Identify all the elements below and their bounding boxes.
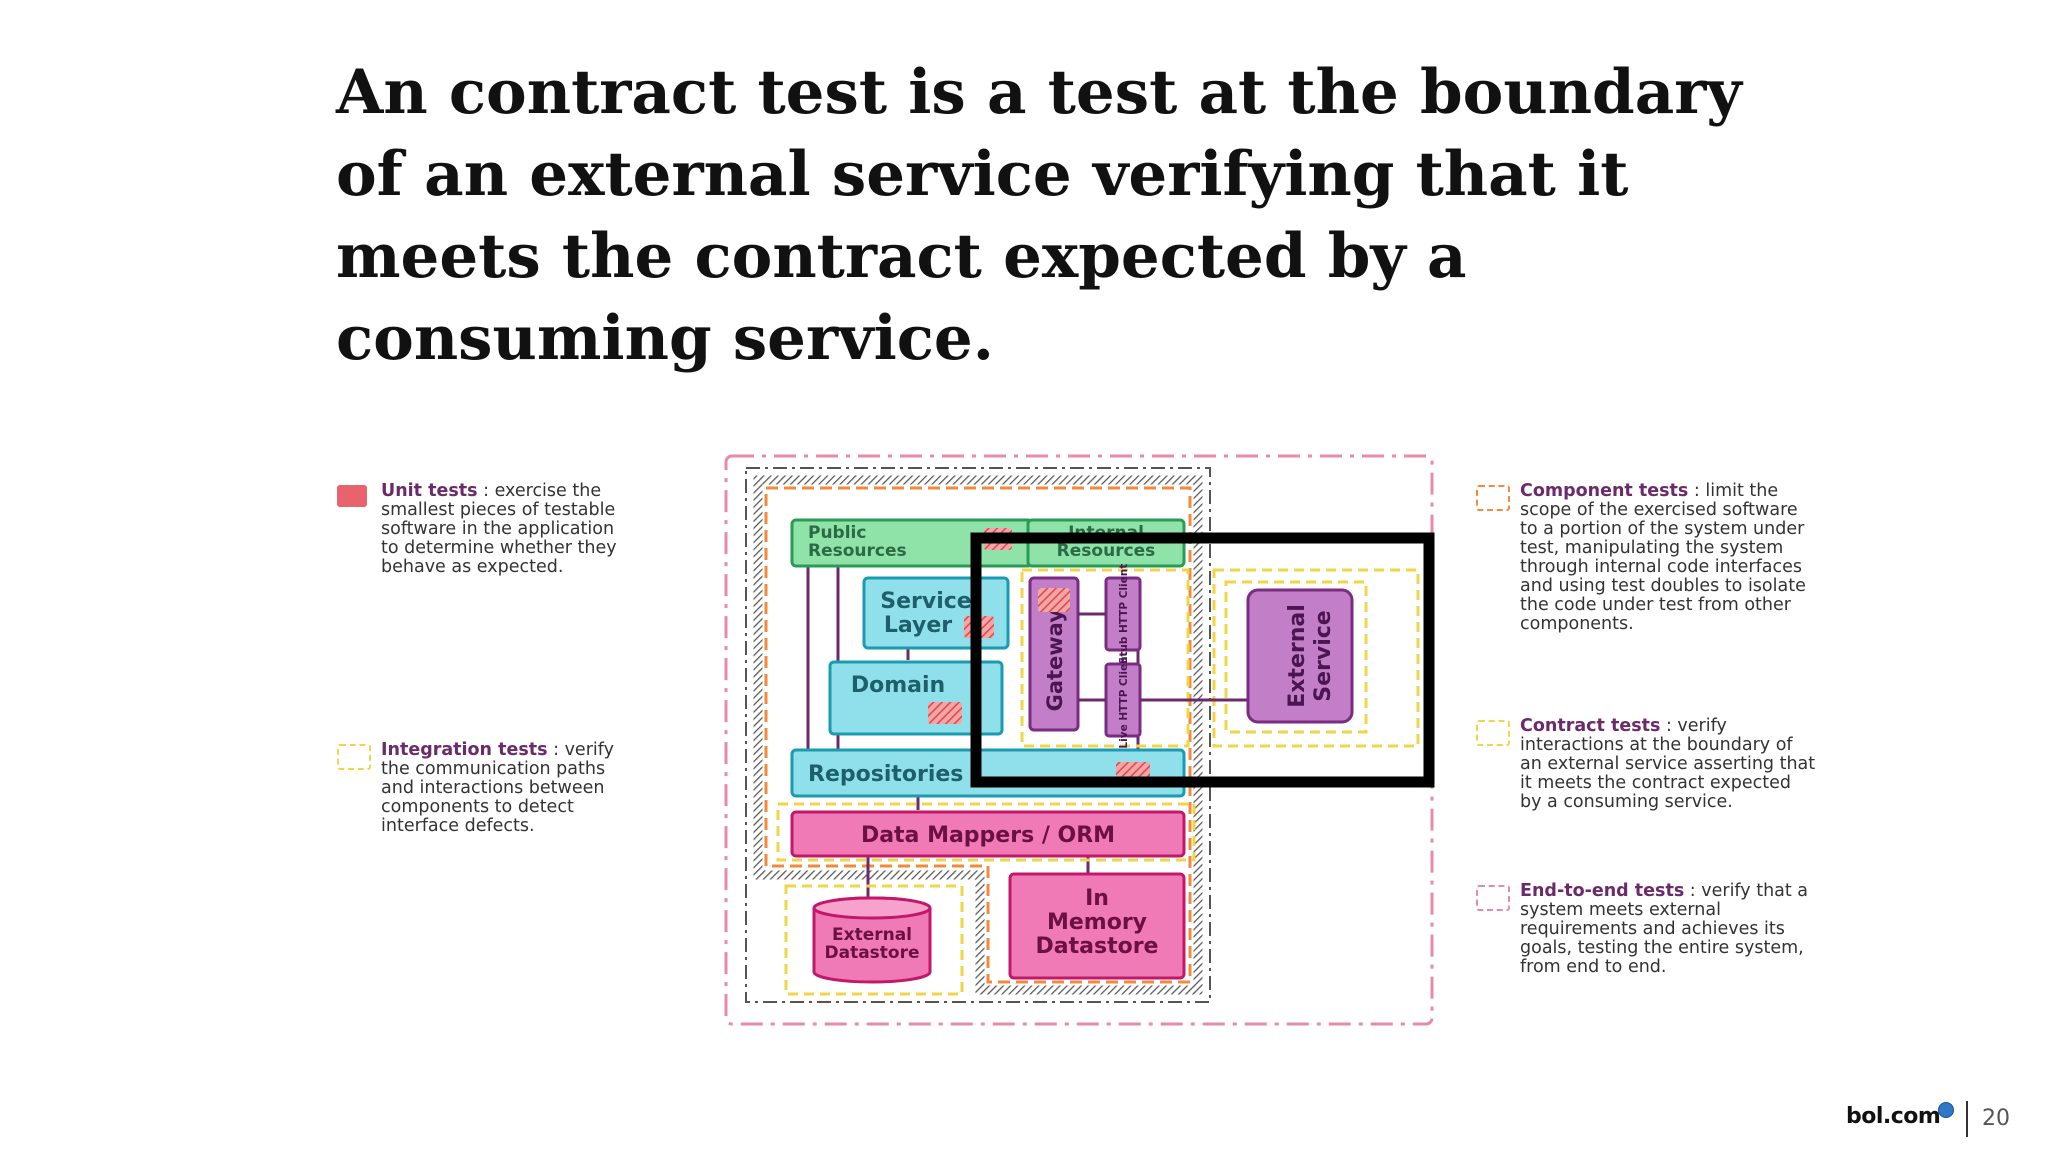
in-memory-datastore-label: In bbox=[1085, 886, 1109, 911]
legend-end-to-end-tests: End-to-end tests : verify that a system … bbox=[1476, 882, 1816, 977]
legend-term: Component tests bbox=[1520, 481, 1689, 501]
external-service-box bbox=[1246, 588, 1354, 724]
external-datastore-top bbox=[812, 896, 932, 920]
legend-desc: : exercise the smallest pieces of testab… bbox=[381, 481, 617, 577]
external-datastore-label: External bbox=[832, 925, 912, 945]
public-resources-label: Public bbox=[808, 523, 866, 543]
legend-desc: : limit the scope of the exercised softw… bbox=[1520, 481, 1806, 634]
integration-tests-swatch bbox=[337, 744, 371, 770]
domain-label: Domain bbox=[851, 673, 945, 698]
legend-component-tests: Component tests : limit the scope of the… bbox=[1476, 482, 1816, 634]
unit-test-marker bbox=[928, 702, 962, 724]
external-service-label: Service bbox=[1311, 610, 1336, 701]
data-mappers-label: Data Mappers / ORM bbox=[861, 823, 1115, 848]
integration-boundary bbox=[1212, 568, 1420, 748]
integration-boundary bbox=[784, 884, 964, 996]
external-datastore-label: Datastore bbox=[824, 943, 919, 963]
external-service-label: External bbox=[1285, 604, 1310, 708]
bol-logo: bol.com bbox=[1846, 1104, 1941, 1129]
logo-dot-icon bbox=[1938, 1102, 1954, 1118]
gateways-label: Gateways bbox=[1043, 597, 1067, 712]
legend-desc: : verify interactions at the boundary of… bbox=[1520, 716, 1816, 812]
legend-desc: : verify that a system meets external re… bbox=[1520, 881, 1809, 977]
legend-term: Contract tests bbox=[1520, 716, 1661, 736]
title-line: of an external service verifying that it bbox=[336, 139, 1629, 210]
legend-unit-tests: Unit tests : exercise the smallest piece… bbox=[337, 482, 637, 577]
in-memory-datastore-label: Memory bbox=[1047, 910, 1147, 935]
unit-test-marker bbox=[1038, 588, 1070, 612]
in-memory-datastore-box bbox=[1008, 872, 1186, 980]
end-to-end-tests-swatch bbox=[1476, 885, 1510, 911]
slide-title: An contract test is a test at the bounda… bbox=[336, 52, 1756, 380]
title-line: meets the contract expected by a bbox=[336, 221, 1467, 292]
legend-term: Integration tests bbox=[381, 740, 548, 760]
live-http-client-label: Live HTTP Client bbox=[1118, 651, 1130, 748]
public-resources-label: Resources bbox=[808, 541, 907, 561]
page-number: 20 bbox=[1982, 1106, 2010, 1131]
title-line: An contract test is a test at the bounda… bbox=[336, 57, 1742, 128]
service-layer-label: Service bbox=[880, 589, 971, 614]
legend-term: End-to-end tests bbox=[1520, 881, 1685, 901]
internal-resources-label: Resources bbox=[1057, 541, 1156, 561]
service-boundary bbox=[753, 475, 1203, 995]
component-boundary bbox=[745, 467, 1211, 1003]
service-layer-label: Layer bbox=[884, 613, 952, 638]
legend-desc: : verify the communication paths and int… bbox=[381, 740, 614, 836]
title-line: consuming service. bbox=[336, 303, 994, 374]
legend-integration-tests: Integration tests : verify the communica… bbox=[337, 741, 637, 836]
unit-tests-swatch bbox=[337, 485, 367, 507]
stub-http-client-label: Stub HTTP Client bbox=[1118, 564, 1130, 664]
integration-boundary bbox=[776, 802, 1196, 862]
component-test-boundary bbox=[764, 486, 1192, 984]
component-tests-swatch bbox=[1476, 485, 1510, 511]
gateways-box bbox=[1028, 576, 1080, 732]
data-mappers-box bbox=[790, 810, 1186, 858]
footer-divider bbox=[1966, 1101, 1968, 1137]
legend-term: Unit tests bbox=[381, 481, 478, 501]
in-memory-datastore-label: Datastore bbox=[1036, 934, 1159, 959]
testing-architecture-diagram: Public Resources Internal Resources Serv… bbox=[724, 454, 1435, 1026]
integration-boundary bbox=[1224, 580, 1368, 734]
legend-contract-tests: Contract tests : verify interactions at … bbox=[1476, 717, 1816, 812]
repositories-label: Repositories bbox=[808, 762, 963, 787]
contract-test-highlight-frame bbox=[970, 532, 1435, 788]
contract-tests-swatch bbox=[1476, 720, 1510, 746]
integration-boundary bbox=[1020, 568, 1190, 748]
